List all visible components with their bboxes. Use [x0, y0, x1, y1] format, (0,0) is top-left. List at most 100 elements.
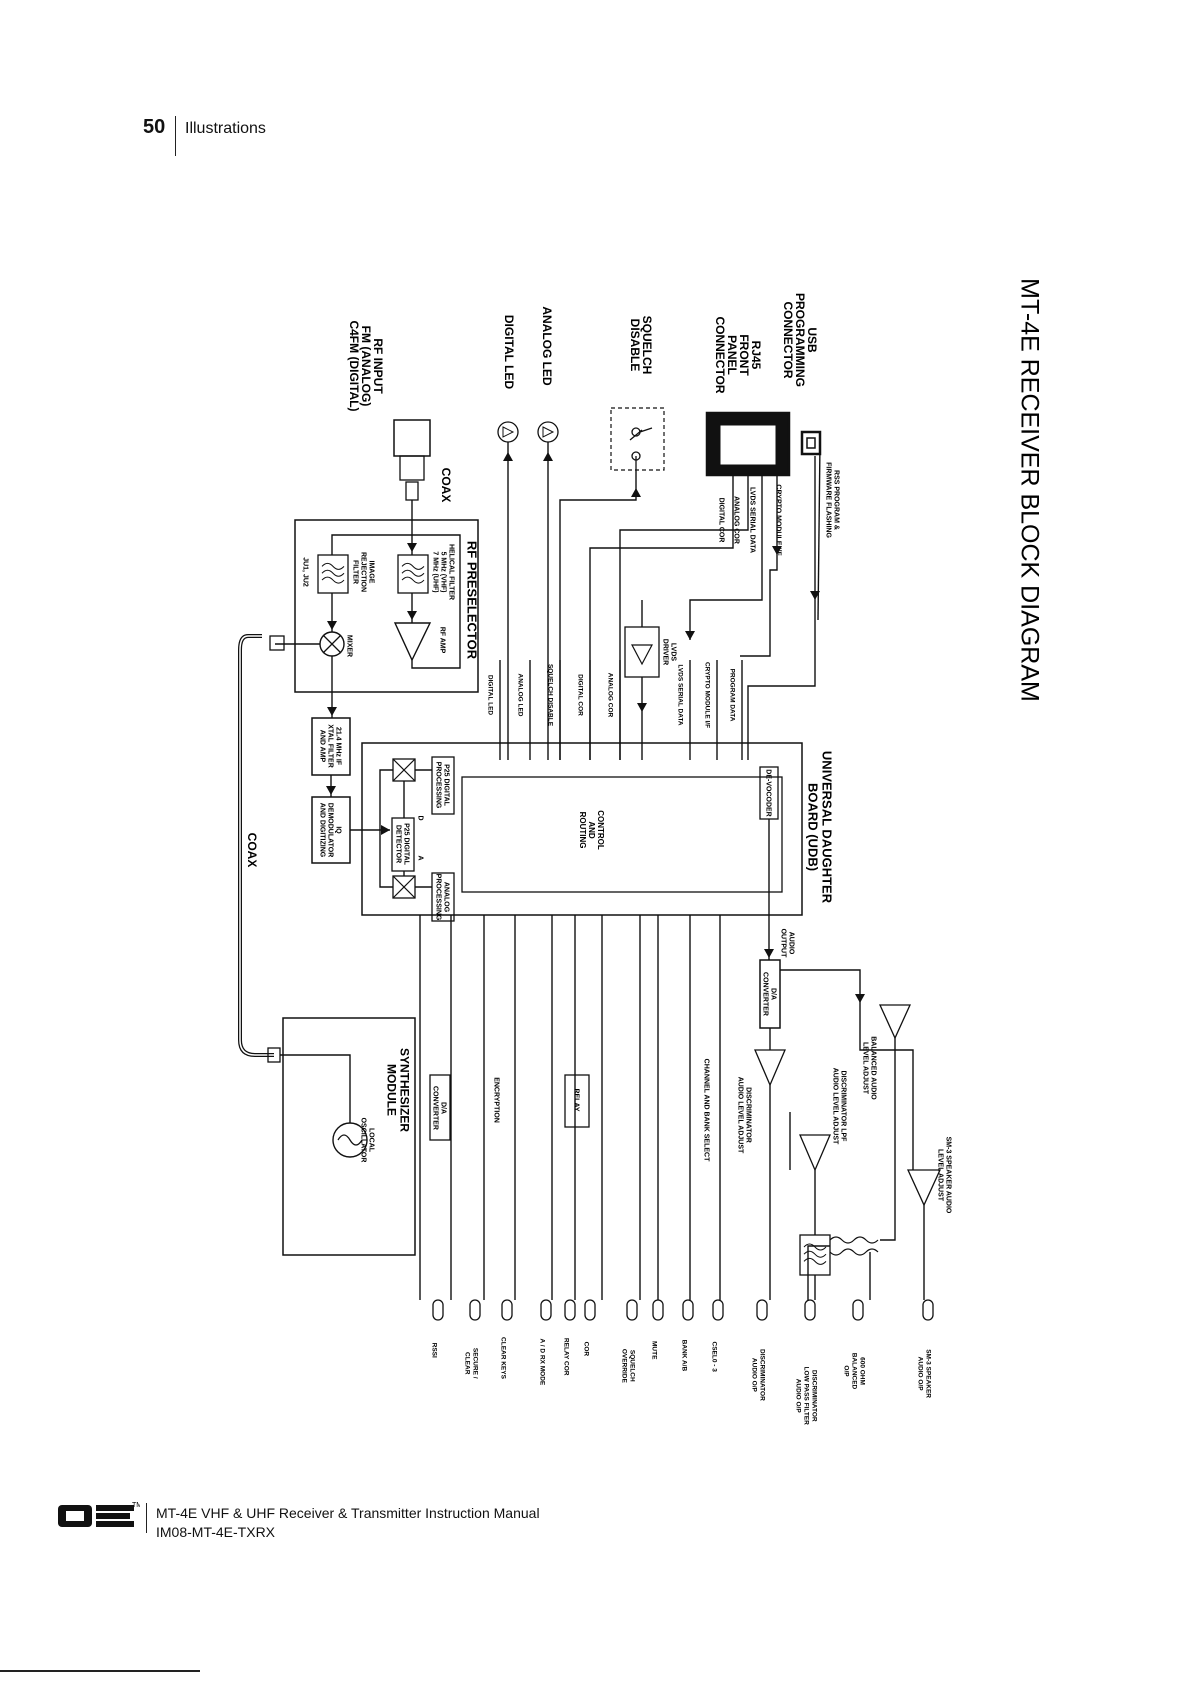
output-label-9: RELAY COR	[563, 1338, 570, 1376]
usb-connector	[800, 430, 822, 456]
encryption-label-line: ENCRYPTION	[493, 1077, 500, 1123]
rj45-lvds-arrow	[685, 631, 695, 640]
oe-logo: TM	[58, 1502, 140, 1527]
image-rejection-filter-wave	[321, 569, 345, 577]
rf-preselector-title-line: RF PRESELECTOR	[464, 541, 479, 660]
lvds-driver-label-line: LVDS	[670, 643, 677, 661]
rj45-sig-analog-cor-line: ANALOG COR	[733, 496, 740, 544]
output-terminal-1	[852, 1299, 864, 1321]
sm-adjust-symbol	[906, 1169, 942, 1207]
digital-led-diode	[502, 426, 515, 438]
analog-led-label-line: ANALOG LED	[540, 306, 554, 386]
udb-box	[361, 742, 803, 916]
rj45-crypto-line	[740, 475, 778, 657]
rj45-sig-crypto-line: CRYPTO MODULE I/F	[775, 484, 782, 556]
rj45-sig-crypto: CRYPTO MODULE I/F	[775, 484, 782, 556]
usb-line	[817, 441, 821, 621]
udb-input-label-2-line: LVDS SERIAL DATA	[677, 664, 684, 726]
control-routing-box	[461, 776, 783, 893]
amp-to-image-rejection	[331, 534, 461, 669]
output-label-8-line: COR	[583, 1342, 590, 1357]
helical-filter-wave	[401, 576, 425, 584]
output-terminal-12	[469, 1299, 481, 1321]
output-terminal-13	[432, 1299, 444, 1321]
footer-code: IM08-MT-4E-TXRX	[156, 1524, 276, 1540]
udb-input-label-6-line: ANALOG LED	[517, 674, 524, 717]
lvds-arrow	[637, 703, 647, 712]
rj45-sig-analog-cor: ANALOG COR	[733, 496, 740, 544]
synthesizer-title-line: SYNTHESIZER	[397, 1048, 411, 1132]
udb-input-label-4: DIGITAL COR	[577, 674, 584, 716]
helical-filter-wave	[401, 562, 425, 570]
coax-top-label: COAX	[439, 468, 453, 503]
squelch-lever	[629, 427, 653, 470]
usb-signal-label-line: RSS PROGRAM &	[833, 470, 840, 530]
output-label-12: SECURE /CLEAR	[464, 1348, 479, 1379]
coax-top-label-line: COAX	[439, 468, 453, 503]
audio-output-label-line: OUTPUT	[780, 929, 787, 959]
lo-to-coax	[280, 1054, 351, 1123]
image-rejection-label-line: IMAGE	[368, 561, 375, 584]
coax-cable-inner	[239, 635, 274, 1056]
balanced-adjust-symbol	[878, 1004, 912, 1040]
iq-to-a-switch	[379, 830, 393, 888]
image-rejection-filter-wave	[321, 562, 345, 570]
udb-title-line: BOARD (UDB)	[805, 783, 820, 871]
trademark: TM	[132, 1502, 140, 1509]
udb-input-label-1: CRYPTO MODULE I/F	[704, 662, 711, 728]
squelch-line	[559, 470, 637, 760]
local-oscillator-label-line: LOCAL	[368, 1128, 375, 1153]
iq-arrow	[381, 825, 390, 835]
usb-program-line	[747, 456, 816, 760]
rf-in-arrow	[407, 543, 417, 552]
rf-amp-label: RF AMP	[439, 627, 446, 654]
a-label: A	[417, 855, 424, 860]
output-label-11: CLEAR KEYS	[500, 1337, 507, 1380]
disc-adjust-label-line: AUDIO LEVEL ADJUST	[737, 1077, 744, 1154]
squelch-switch-box	[610, 407, 665, 471]
output-label-4-line: CSEL0 - 3	[711, 1342, 718, 1373]
bal-arrow	[855, 994, 865, 1003]
coax-bottom-label-line: COAX	[245, 833, 259, 868]
output-label-1-line: BALANCED	[851, 1353, 858, 1390]
xtal-filter-label-line: AND AMP	[319, 730, 326, 763]
p25-processing-label-line: P25 DIGITAL	[443, 764, 450, 807]
helical-filter-wave	[401, 569, 425, 577]
rj45-sig-digital-cor-line: DIGITAL COR	[718, 498, 725, 543]
da-converter2-label-line: CONVERTER	[432, 1086, 439, 1130]
da-converter2-box	[429, 1074, 451, 1141]
udb-input-label-6: ANALOG LED	[517, 674, 524, 717]
usb-connector-port	[806, 437, 816, 449]
lvds-driver-symbol	[631, 644, 653, 666]
output-terminal-10	[540, 1299, 552, 1321]
channel-bank-label-line: CHANNEL AND BANK SELECT	[703, 1059, 710, 1162]
mixer-label: MIXER	[346, 635, 353, 657]
output-terminal-9	[564, 1299, 576, 1321]
output-label-1-line: 600 OHM	[859, 1357, 866, 1385]
xtal-filter-label-line: 21.4 MHz IF	[335, 727, 342, 766]
output-label-4: CSEL0 - 3	[711, 1342, 718, 1373]
output-label-10-line: A / D RX MODE	[539, 1339, 546, 1386]
helical-arrow	[407, 611, 417, 620]
udb-input-label-0-line: PROGRAM DATA	[729, 669, 736, 722]
output-label-5-line: BANK A/B	[681, 1340, 688, 1372]
output-label-6-line: MUTE	[651, 1341, 658, 1360]
disc-adjust-label-line: DISCRIMINATOR	[745, 1087, 752, 1143]
analog-led-diode	[542, 426, 555, 438]
rj45-label-line: PANEL	[725, 335, 739, 375]
rf-input-connector	[393, 419, 431, 457]
squelch-label-line: DISABLE	[628, 319, 642, 372]
output-terminal-5	[682, 1299, 694, 1321]
p25-detector-label-line: P25 DIGITAL	[403, 823, 410, 866]
usb-signal-label: RSS PROGRAM &FIRMWARE FLASHING	[825, 462, 840, 538]
